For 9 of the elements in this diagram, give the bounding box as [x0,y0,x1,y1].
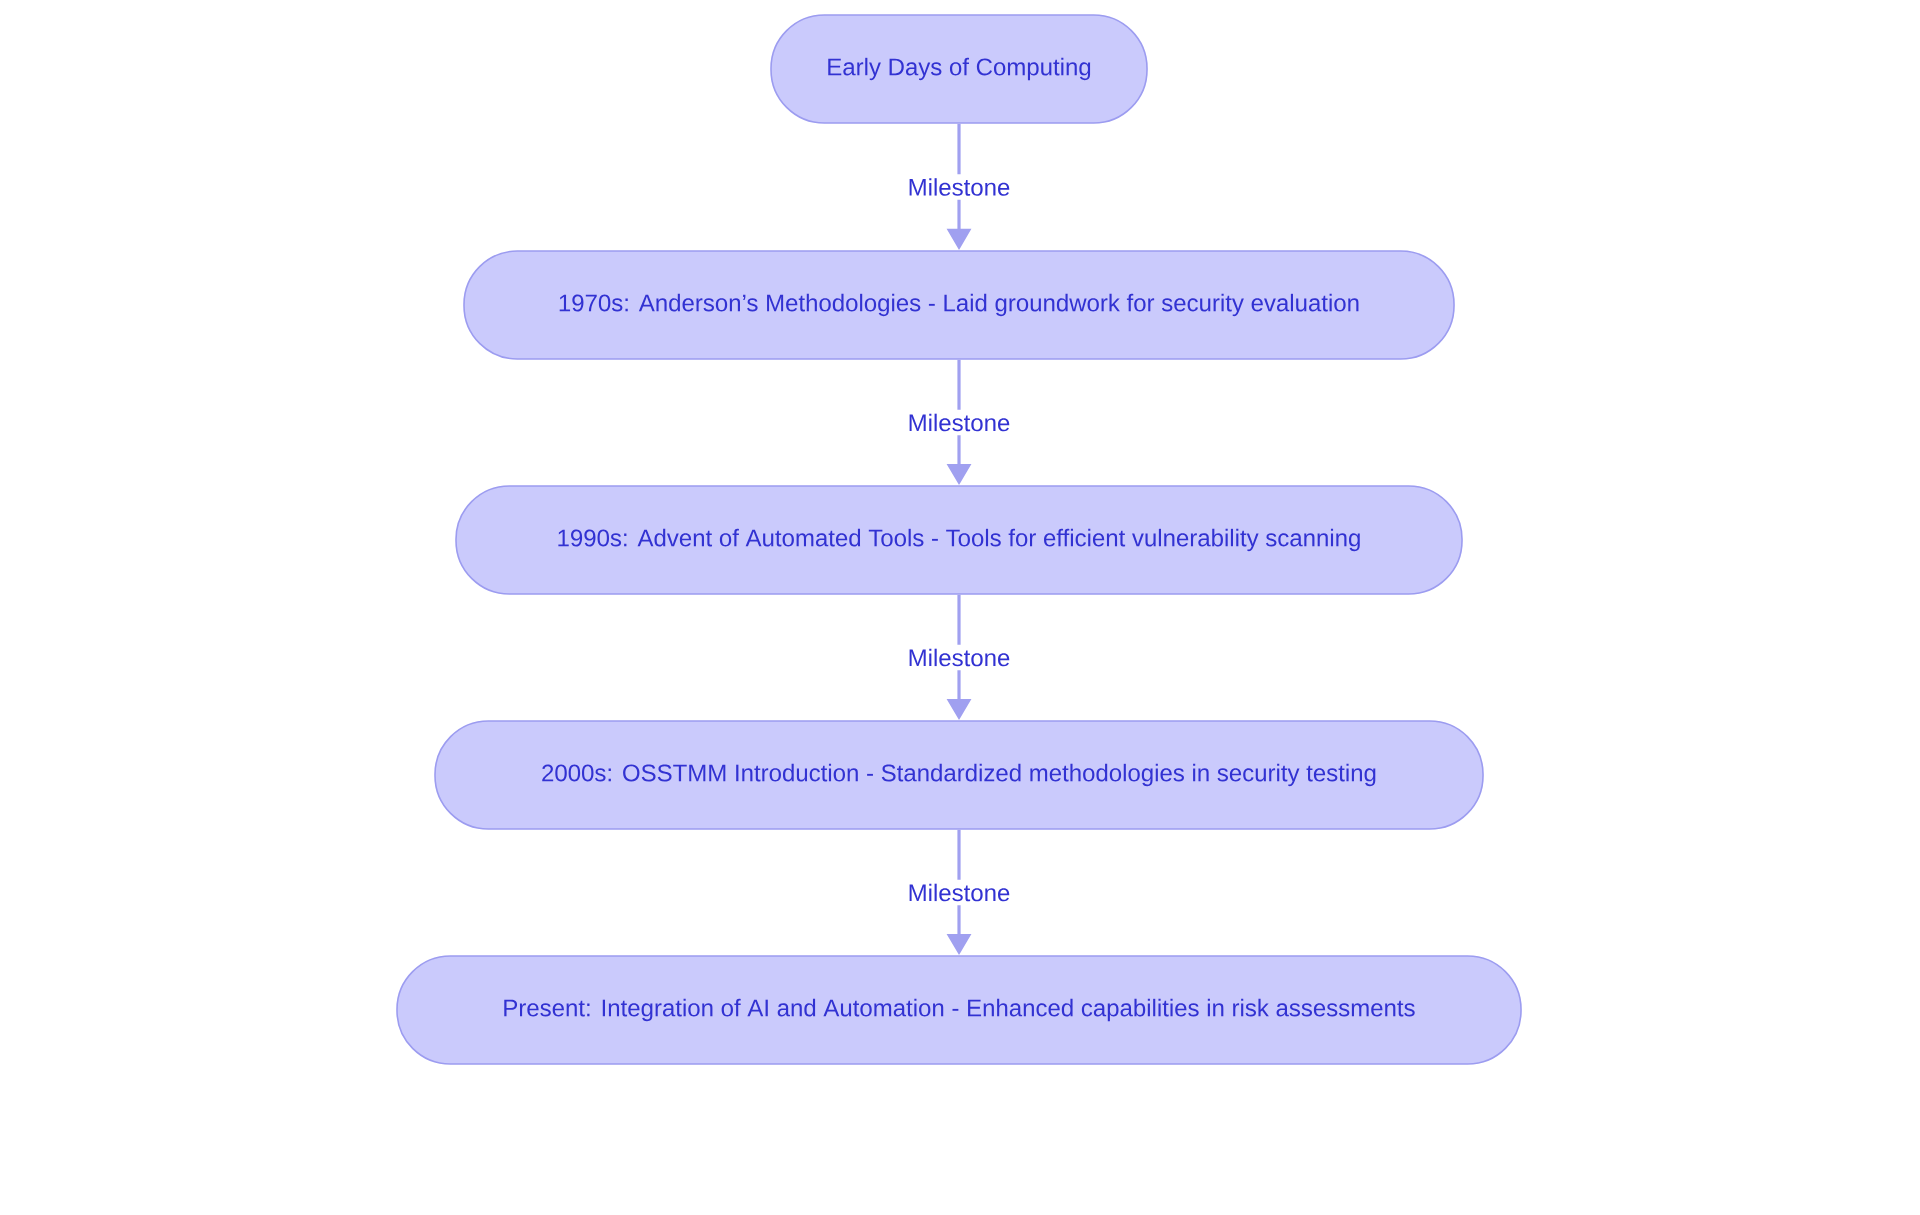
edge-label: Milestone [903,879,1015,906]
process-box: Early Days of Computing [770,14,1148,124]
process-box: 2000s: OSSTMM Introduction - Standardized methodologies in security testing [434,720,1484,830]
process-box: 1990s: Advent of Automated Tools - Tools for efficient vulnerability scanning [455,485,1463,595]
edge-label: Milestone [903,174,1015,200]
process-box: Present: Integration of AI and Automation - Enhanced capabilities in risk assessments [396,955,1522,1065]
process-box: 1970s: Anderson’s Methodologies - Laid groundwork for security evaluation [463,250,1455,360]
edge-label: Milestone [903,409,1015,436]
edge-label: Milestone [903,644,1015,671]
